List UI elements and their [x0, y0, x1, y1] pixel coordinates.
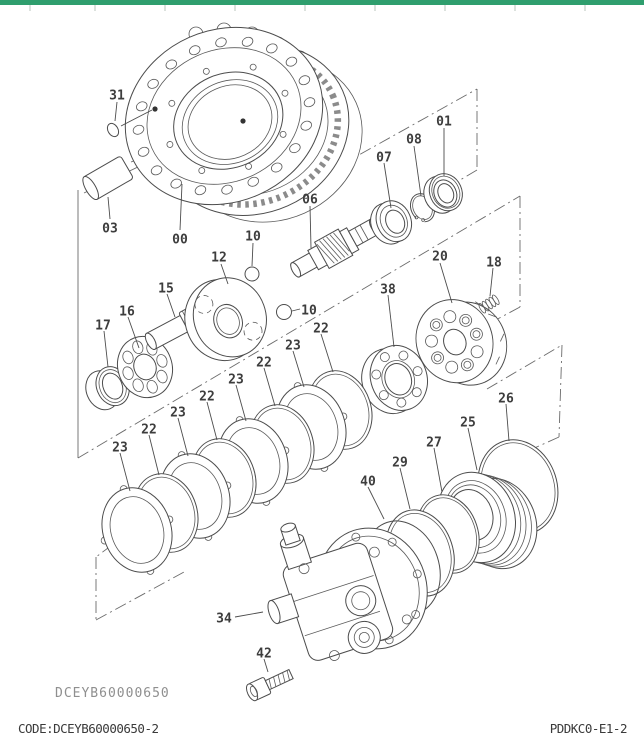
callout-08: 08 [406, 133, 422, 148]
motor-port-1 [345, 585, 377, 617]
part-34-motor [267, 522, 428, 661]
callout-23-3: 23 [170, 406, 186, 421]
callout-10-top: 10 [245, 230, 261, 245]
part-10-ball-right [276, 304, 292, 320]
housing-pin-hole-03 [240, 118, 246, 124]
plate-23 [100, 485, 174, 575]
callout-10-right: 10 [301, 304, 317, 319]
callout-31: 31 [109, 89, 125, 104]
part-20-rotor [415, 299, 508, 386]
part-12-swash-plate [184, 277, 267, 362]
part-06-shaft [290, 218, 381, 278]
callout-27: 27 [426, 436, 442, 451]
callout-38: 38 [380, 283, 396, 298]
footer-code-left: CODE:DCEYB60000650-2 [18, 721, 159, 736]
callout-22-2: 22 [256, 356, 272, 371]
callout-22-4: 22 [141, 423, 157, 438]
callout-17: 17 [95, 319, 111, 334]
part-42-bolt [245, 668, 294, 702]
callout-23-1: 23 [285, 339, 301, 354]
callout-16: 16 [119, 305, 135, 320]
rotor-piston-bores [425, 310, 484, 374]
scan-ticks [29, 5, 586, 11]
callout-26: 26 [498, 392, 514, 407]
part-03-pin [82, 156, 133, 201]
part-16-plate [117, 335, 173, 399]
callout-23-4: 23 [112, 441, 128, 456]
part-31-plug [106, 122, 120, 138]
part-01-bearing [423, 173, 463, 214]
callout-23-2: 23 [228, 373, 244, 388]
callout-00: 00 [172, 233, 188, 248]
housing-front-flange [124, 26, 324, 206]
callout-03: 03 [102, 222, 118, 237]
callout-22-3: 22 [199, 390, 215, 405]
housing-bolt-holes [132, 36, 316, 196]
callouts: 31 03 00 12 10 15 16 17 10 06 07 08 01 3… [95, 89, 514, 662]
callout-15: 15 [158, 282, 174, 297]
callout-34: 34 [216, 612, 232, 627]
callout-25: 25 [460, 416, 476, 431]
page-top-border [0, 0, 644, 5]
callout-06: 06 [302, 193, 318, 208]
drawing-stamp: DCEYB60000650 [55, 686, 170, 701]
callout-42: 42 [256, 647, 272, 662]
part-07-bearing [370, 200, 413, 245]
part-00-housing [124, 22, 363, 223]
footer-code-right: PDDKC0-E1-2 [550, 721, 627, 736]
callout-12: 12 [211, 251, 227, 266]
plate-stack [100, 370, 373, 575]
plate-16-holes [122, 340, 168, 394]
part-17-race [85, 366, 130, 411]
callout-22-1: 22 [313, 322, 329, 337]
callout-29: 29 [392, 456, 408, 471]
callout-18: 18 [486, 256, 502, 271]
housing-inner-holes [166, 63, 289, 174]
callout-07: 07 [376, 151, 392, 166]
part-18-spring [478, 294, 500, 314]
leader-lines [103, 101, 510, 673]
shaft-spline-hatch [316, 232, 350, 264]
motor-port-2 [347, 620, 381, 654]
housing-pin-hole-31 [152, 106, 158, 112]
callout-20: 20 [432, 250, 448, 265]
rotor-rim-slots [475, 301, 505, 365]
callout-01: 01 [436, 115, 452, 130]
part-10-ball-top [244, 266, 260, 282]
callout-40: 40 [360, 475, 376, 490]
